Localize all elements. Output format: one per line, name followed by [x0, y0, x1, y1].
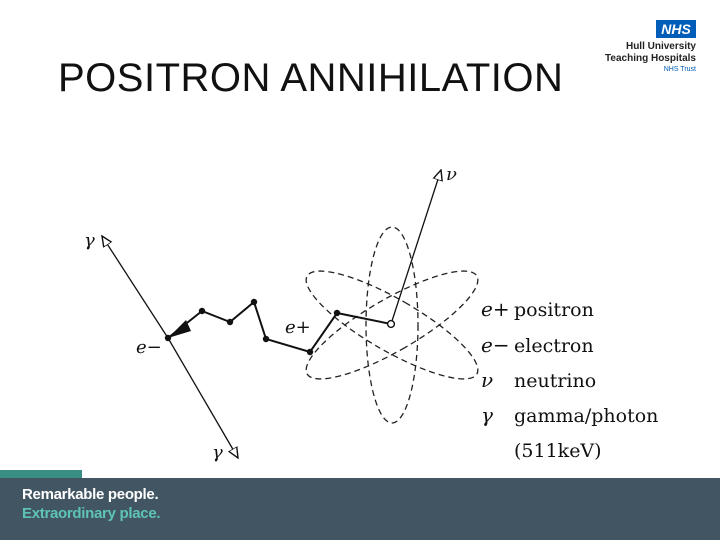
orbit-diagonal-right [305, 270, 479, 380]
nhs-trust-logo: NHS Hull University Teaching Hospitals N… [596, 20, 708, 80]
footer-accent-bar [0, 470, 82, 478]
legend-symbol: ν [481, 368, 493, 392]
footer-tagline-1: Remarkable people. [22, 486, 159, 503]
annihilation-point [164, 334, 172, 342]
scatter-point [262, 335, 270, 343]
gamma-line-up [102, 236, 169, 339]
legend-text: neutrino [514, 370, 596, 392]
neutrino-label: ν [446, 164, 457, 185]
scatter-point [333, 309, 341, 317]
legend-text: electron [514, 335, 594, 357]
annihilation-diagram: γ γ ν e− e+ e+ positron e− electron ν ne… [84, 164, 658, 463]
footer-bar [0, 478, 720, 540]
logo-line-2: Teaching Hospitals [605, 53, 696, 64]
positron-arrowhead [168, 320, 191, 338]
gamma-line-down [167, 337, 238, 458]
orbit-vertical [365, 226, 419, 424]
nhs-badge: NHS [656, 20, 696, 38]
scatter-point [306, 348, 314, 356]
logo-line-1: Hull University [625, 41, 696, 52]
scatter-point [198, 307, 206, 315]
scatter-point [226, 318, 234, 326]
positron-label: e+ [285, 317, 311, 338]
scatter-points [164, 298, 341, 356]
legend: e+ positron e− electron ν neutrino γ gam… [481, 297, 658, 462]
legend-text: positron [514, 299, 594, 321]
slide-title: POSITRON ANNIHILATION [58, 56, 564, 100]
legend-text: (511keV) [514, 440, 602, 462]
atom-orbits [305, 226, 479, 424]
legend-symbol: γ [481, 403, 493, 427]
orbit-diagonal-left [305, 270, 479, 380]
logo-line-3: NHS Trust [663, 66, 696, 73]
scatter-point [250, 298, 258, 306]
legend-symbol: e+ [481, 297, 510, 321]
gamma-label-top: γ [84, 230, 95, 251]
gamma-label-bottom: γ [212, 442, 223, 463]
emission-point [386, 319, 396, 329]
neutrino-line [390, 170, 441, 325]
positron-path [167, 300, 392, 354]
footer-tagline-2: Extraordinary place. [22, 505, 161, 522]
legend-symbol: e− [481, 333, 510, 357]
legend-text: gamma/photon [514, 405, 658, 427]
electron-label: e− [136, 337, 162, 358]
